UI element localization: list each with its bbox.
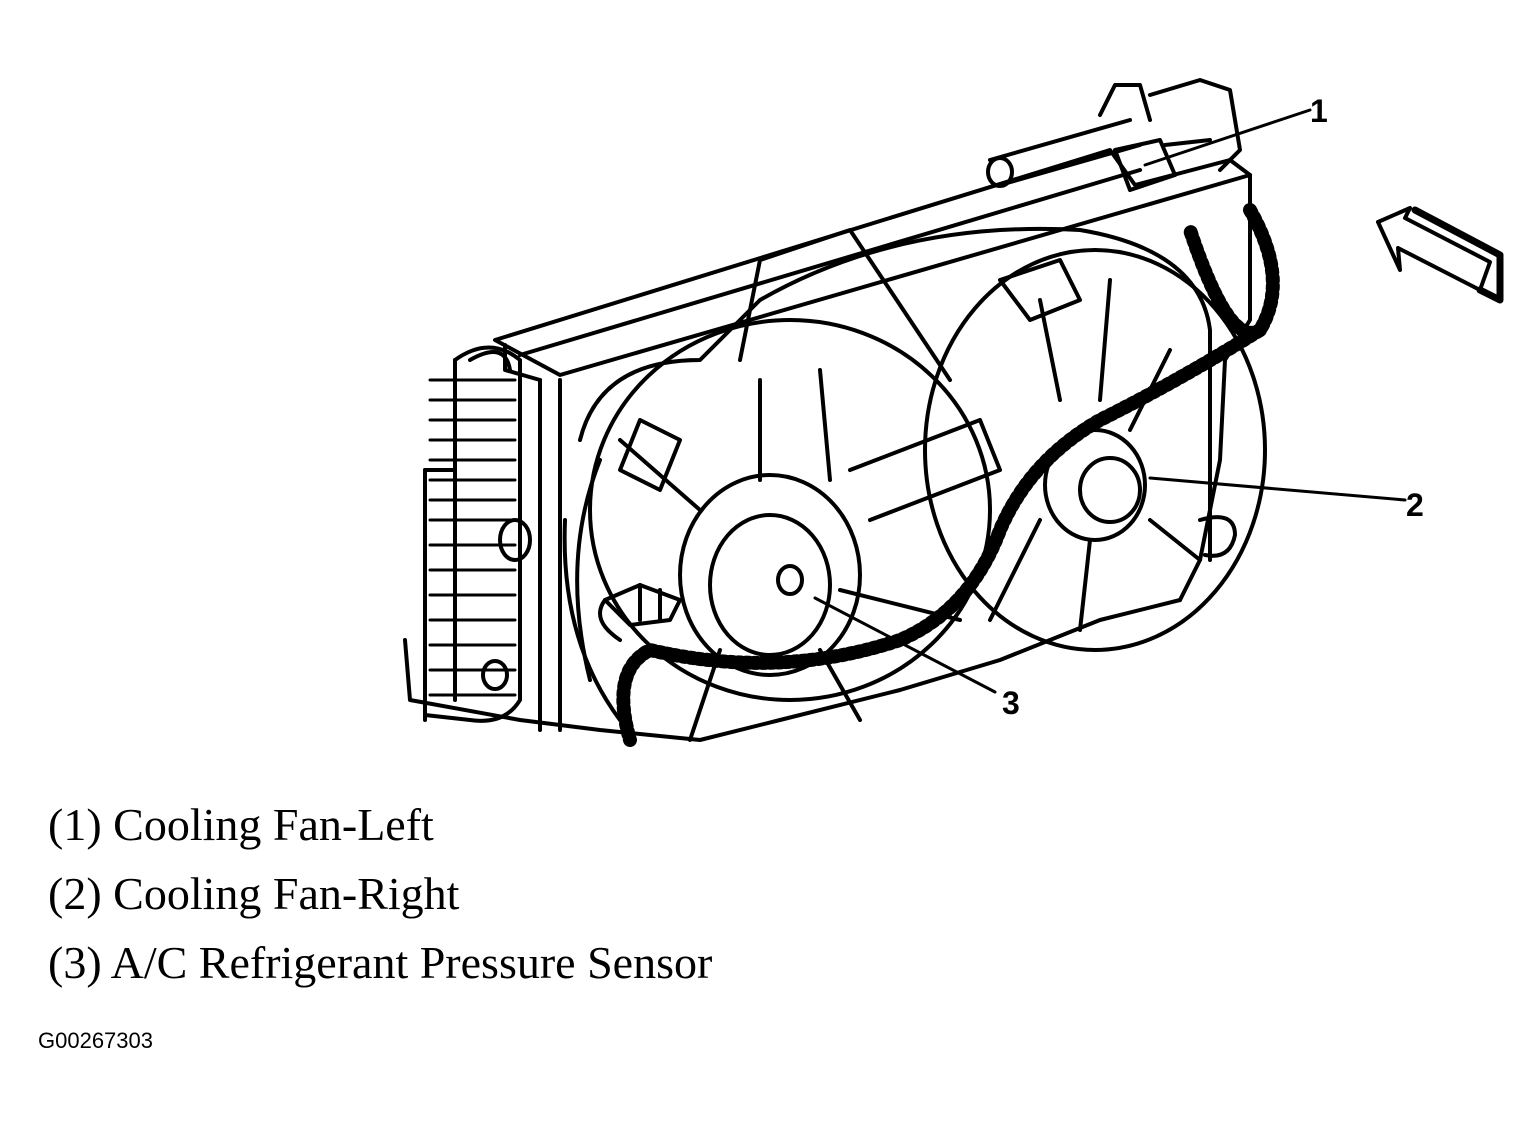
- leader-lines: [813, 108, 1407, 694]
- radiator-side-tank: [423, 345, 532, 723]
- legend-item-cooling-fan-left: (1) Cooling Fan-Left: [48, 799, 434, 850]
- fan-shroud: [562, 226, 1212, 722]
- right-cooling-fan: [923, 248, 1267, 652]
- ac-pressure-sensor: [598, 583, 682, 642]
- figure-id: G00267303: [38, 1028, 153, 1053]
- legend-item-cooling-fan-right: (2) Cooling Fan-Right: [48, 868, 460, 919]
- legend: (1) Cooling Fan-Left (2) Cooling Fan-Rig…: [48, 790, 712, 997]
- ac-lines: [986, 78, 1242, 192]
- cooling-fan-assembly-drawing: [403, 78, 1504, 747]
- callout-2: 2: [1406, 487, 1424, 523]
- callout-3: 3: [1002, 685, 1020, 721]
- direction-arrow-icon: [1376, 206, 1504, 304]
- left-cooling-fan: [588, 228, 1002, 742]
- callout-1: 1: [1310, 93, 1328, 129]
- legend-item-ac-pressure-sensor: (3) A/C Refrigerant Pressure Sensor: [48, 937, 713, 988]
